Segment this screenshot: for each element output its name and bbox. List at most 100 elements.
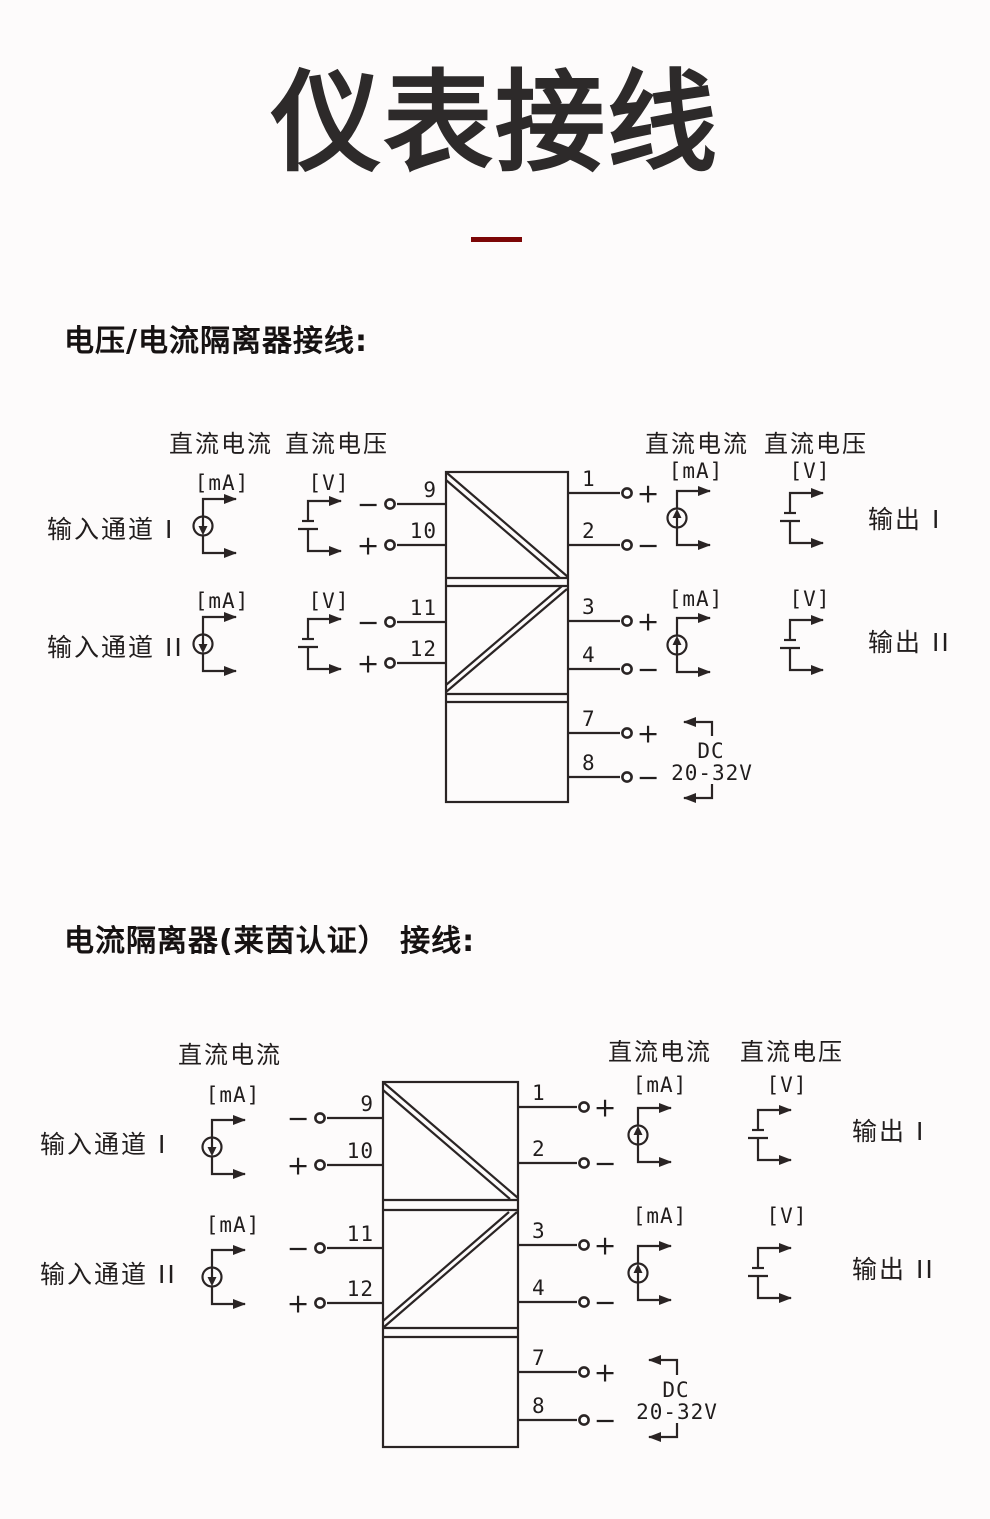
terminal-number: 8 — [582, 751, 596, 775]
terminal-sign: − — [357, 490, 380, 521]
output-terminal-4: − 4 — [568, 643, 659, 686]
isolator-block — [381, 1080, 520, 1449]
terminal-icon — [578, 1239, 590, 1251]
input-channel-2-label: 输入通道 II — [40, 1260, 177, 1289]
output-terminal-1: + 1 — [518, 1081, 616, 1124]
terminal-number: 3 — [582, 595, 596, 619]
terminal-icon — [621, 615, 633, 627]
terminal-sign: − — [637, 655, 660, 686]
input-channel-2-label: 输入通道 II — [47, 633, 184, 662]
terminal-icon — [314, 1159, 326, 1171]
terminal-number: 10 — [347, 1139, 374, 1163]
power-terminal-8: − 8 — [568, 751, 659, 794]
terminal-sign: − — [287, 1104, 310, 1135]
terminal-icon — [384, 539, 396, 551]
voltage-source-icon — [298, 501, 341, 551]
output-terminal-3: + 3 — [568, 595, 659, 638]
power-label: 20-32V — [636, 1400, 718, 1424]
power-label: DC — [662, 1378, 689, 1402]
input-terminal-10: + 10 — [357, 519, 446, 562]
output-header-current: 直流电流 — [645, 430, 749, 458]
terminal-sign: − — [594, 1288, 617, 1319]
output-channel-1-label: 输出 I — [868, 505, 941, 534]
terminal-number: 12 — [410, 637, 437, 661]
output-terminal-2: − 2 — [518, 1137, 616, 1180]
current-source-icon — [203, 1250, 246, 1304]
terminal-icon — [621, 487, 633, 499]
isolation-diagonal — [382, 1211, 510, 1322]
input-channel-1-label: 输入通道 I — [40, 1130, 167, 1159]
terminal-icon — [384, 657, 396, 669]
terminal-number: 7 — [582, 707, 596, 731]
input-terminal-10: + 10 — [287, 1139, 383, 1182]
terminal-sign: − — [594, 1149, 617, 1180]
isolator-block-outline — [444, 470, 570, 804]
unit-label-ma: [mA] — [195, 589, 250, 613]
unit-label-v: [V] — [309, 589, 350, 613]
unit-label-v: [V] — [767, 1073, 808, 1097]
terminal-icon — [314, 1297, 326, 1309]
unit-label-ma: [mA] — [633, 1073, 688, 1097]
output-channel-1-label: 输出 I — [852, 1117, 925, 1146]
isolation-diagonal — [383, 1211, 518, 1328]
voltage-source-icon — [780, 493, 823, 543]
terminal-icon — [578, 1101, 590, 1113]
terminal-number: 7 — [532, 1346, 546, 1370]
isolation-diagonal — [383, 1082, 519, 1199]
input-header-current: 直流电流 — [178, 1041, 282, 1069]
unit-label-ma: [mA] — [633, 1204, 688, 1228]
section1-heading: 电压/电流隔离器接线: — [64, 324, 368, 359]
terminal-sign: + — [594, 1093, 617, 1124]
terminal-number: 10 — [410, 519, 437, 543]
title-underline-rule — [471, 237, 522, 242]
terminal-sign: − — [637, 531, 660, 562]
isolator-block-outline — [381, 1080, 520, 1449]
terminal-sign: + — [637, 607, 660, 638]
terminal-icon — [621, 539, 633, 551]
section2-heading: 电流隔离器(莱茵认证） 接线: — [64, 924, 476, 959]
dc-supply: DC 20-32V — [671, 717, 752, 803]
output-terminal-4: − 4 — [518, 1276, 616, 1319]
power-bracket-icon — [648, 1423, 679, 1442]
unit-label-ma: [mA] — [669, 587, 724, 611]
terminal-number: 2 — [532, 1137, 546, 1161]
terminal-number: 4 — [582, 643, 596, 667]
terminal-sign: + — [594, 1231, 617, 1262]
terminal-number: 9 — [360, 1092, 374, 1116]
dc-supply: DC 20-32V — [636, 1355, 718, 1442]
input-terminal-12: + 12 — [287, 1277, 383, 1320]
voltage-source-icon — [748, 1110, 791, 1160]
isolation-diagonal — [382, 1089, 511, 1200]
terminal-number: 11 — [410, 596, 437, 620]
terminal-sign: + — [637, 719, 660, 750]
terminal-icon — [384, 616, 396, 628]
current-source-icon — [629, 1246, 672, 1300]
unit-label-v: [V] — [790, 587, 831, 611]
terminal-icon — [621, 771, 633, 783]
power-terminal-8: − 8 — [518, 1394, 616, 1437]
terminal-sign: − — [287, 1234, 310, 1265]
input-terminal-12: + 12 — [357, 637, 446, 680]
terminal-icon — [578, 1296, 590, 1308]
power-terminal-7: + 7 — [518, 1346, 616, 1389]
current-source-icon — [668, 618, 711, 672]
wiring-diagram-voltage-current-isolator: 直流电流 直流电压 直流电流 直流电压 [mA] [V] [mA] [V] [m… — [47, 430, 949, 804]
current-source-icon — [668, 491, 711, 545]
terminal-sign: + — [637, 479, 660, 510]
current-source-icon — [629, 1108, 672, 1162]
terminal-number: 2 — [582, 519, 596, 543]
terminal-icon — [578, 1414, 590, 1426]
terminal-number: 11 — [347, 1222, 374, 1246]
output-terminal-2: − 2 — [568, 519, 659, 562]
power-bracket-icon — [683, 784, 714, 803]
terminal-icon — [578, 1157, 590, 1169]
terminal-icon — [621, 663, 633, 675]
input-channel-1-label: 输入通道 I — [47, 515, 174, 544]
terminal-number: 8 — [532, 1394, 546, 1418]
terminal-icon — [578, 1366, 590, 1378]
isolation-diagonal — [446, 472, 569, 578]
unit-label-v: [V] — [790, 459, 831, 483]
input-header-current: 直流电流 — [169, 430, 273, 458]
terminal-number: 9 — [423, 478, 437, 502]
input-terminal-11: − 11 — [287, 1222, 383, 1265]
